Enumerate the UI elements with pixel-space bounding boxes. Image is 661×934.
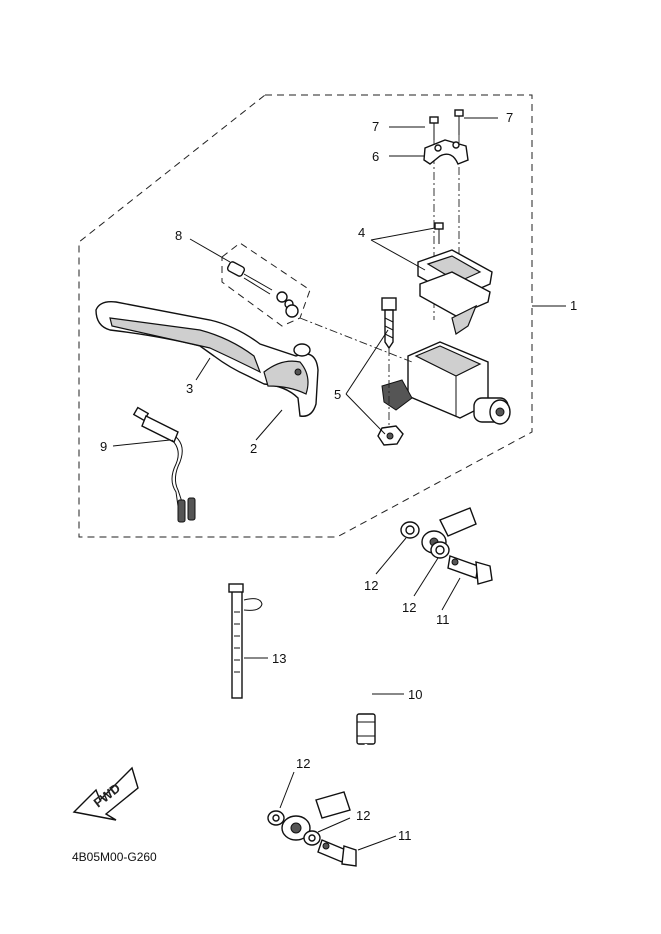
callout-12-upper-right: 12 <box>402 600 416 615</box>
callout-2: 2 <box>250 441 257 456</box>
screw-7-left <box>429 116 439 140</box>
callout-8: 8 <box>175 228 182 243</box>
screw-7-right <box>454 109 464 135</box>
washer-12-c <box>267 810 285 826</box>
washer-12-a <box>400 521 420 539</box>
pivot-pin-8 <box>226 261 299 318</box>
brake-hose-10 <box>281 505 579 841</box>
callout-9: 9 <box>100 439 107 454</box>
leader-lines <box>112 117 566 851</box>
master-cylinder-1 <box>381 341 511 425</box>
assembly-boundary <box>78 94 533 538</box>
callout-11-upper: 11 <box>436 612 450 627</box>
callout-10: 10 <box>408 687 422 702</box>
brake-lever-3 <box>95 300 319 417</box>
callout-1: 1 <box>570 298 577 313</box>
callout-5: 5 <box>334 387 341 402</box>
brake-switch-9 <box>132 406 196 523</box>
nut-5 <box>377 425 404 446</box>
union-bolt-11-lower <box>317 839 357 867</box>
callout-11-lower: 11 <box>398 828 412 843</box>
washer-12-b <box>430 541 450 559</box>
washer-12-d <box>303 830 321 846</box>
diaphragm-plate <box>419 271 491 335</box>
bolt-5 <box>381 297 397 350</box>
callout-13: 13 <box>272 651 286 666</box>
callout-12-lower-right: 12 <box>356 808 370 823</box>
callout-3: 3 <box>186 381 193 396</box>
cable-tie-13 <box>228 583 263 699</box>
callout-12-upper-left: 12 <box>364 578 378 593</box>
holder-clamp-6 <box>423 139 469 165</box>
cap-screw-4 <box>434 222 444 244</box>
callout-4: 4 <box>358 225 365 240</box>
callout-6: 6 <box>372 149 379 164</box>
forward-arrow-icon: FWD <box>72 766 139 821</box>
callout-12-lower-left: 12 <box>296 756 310 771</box>
callout-7-right: 7 <box>506 110 513 125</box>
diagram-code: 4B05M00-G260 <box>72 850 157 864</box>
union-bolt-11-upper <box>447 555 493 585</box>
callout-7-left: 7 <box>372 119 379 134</box>
